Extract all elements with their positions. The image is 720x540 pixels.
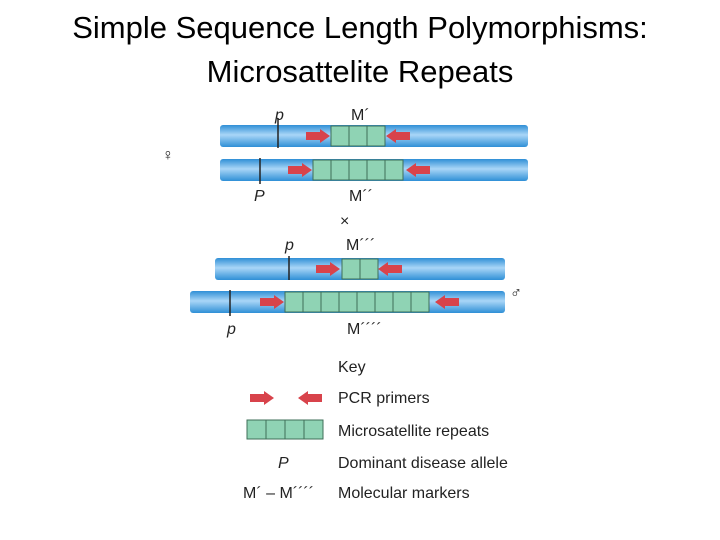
allele-label-3: p [284, 237, 294, 254]
repeat-unit [302, 291, 322, 313]
repeat-unit [384, 159, 404, 181]
repeat-unit [348, 125, 368, 147]
pcr-primer-arrow [316, 262, 340, 276]
repeat-unit [359, 258, 379, 280]
pcr-primer-arrow [260, 295, 284, 309]
male-symbol: ♂ [510, 285, 522, 302]
repeat-unit [356, 291, 376, 313]
repeat-unit [330, 159, 350, 181]
repeat-unit [330, 125, 350, 147]
key-allele-label: Dominant disease allele [338, 455, 508, 472]
chromosome-1: p M´ [220, 107, 528, 148]
repeat-unit [303, 419, 324, 440]
microsatellite-repeats [312, 159, 404, 181]
key-primer-left-arrow [298, 391, 322, 405]
pcr-primer-arrow [306, 129, 330, 143]
repeat-unit [341, 258, 361, 280]
marker-label-1: M´ [351, 107, 370, 124]
key-markers-symbol: M´ – M´´´´ [243, 485, 314, 502]
allele-label-4: p [226, 321, 236, 338]
key-allele-symbol: P [278, 455, 289, 472]
microsatellite-repeats [330, 125, 386, 147]
pcr-primer-arrow [378, 262, 402, 276]
repeat-unit [410, 291, 430, 313]
chromosome-4: p M´´´´ [190, 290, 505, 338]
marker-label-3: M´´´ [346, 237, 375, 254]
repeat-unit [265, 419, 286, 440]
key-primers-label: PCR primers [338, 390, 430, 407]
repeat-unit [348, 159, 368, 181]
repeat-unit [246, 419, 267, 440]
key-markers-label: Molecular markers [338, 485, 470, 502]
repeat-unit [338, 291, 358, 313]
pcr-primer-arrow [406, 163, 430, 177]
repeat-unit [366, 159, 386, 181]
allele-label-1: p [274, 107, 284, 124]
page-title-line1: Simple Sequence Length Polymorphisms: [72, 10, 648, 45]
chromosome-2: P M´´ [220, 158, 528, 205]
repeat-unit [284, 419, 305, 440]
pcr-primer-arrow [288, 163, 312, 177]
cross-symbol: × [340, 213, 349, 230]
repeat-unit [392, 291, 412, 313]
repeat-unit [320, 291, 340, 313]
microsatellite-repeats [284, 291, 430, 313]
repeat-unit [374, 291, 394, 313]
key-repeats-label: Microsatellite repeats [338, 423, 489, 440]
key: Key PCR primers Microsatellite repeats P… [243, 359, 508, 502]
key-primer-right-arrow [250, 391, 274, 405]
pcr-primer-arrow [435, 295, 459, 309]
key-title: Key [338, 359, 366, 376]
repeat-unit [312, 159, 332, 181]
allele-label-2: P [254, 188, 265, 205]
marker-label-2: M´´ [349, 188, 373, 205]
repeat-unit [366, 125, 386, 147]
marker-label-4: M´´´´ [347, 321, 382, 338]
microsatellite-repeats [341, 258, 379, 280]
key-repeats-swatch [246, 419, 324, 440]
female-symbol: ♀ [162, 147, 174, 164]
page-title-line2: Microsattelite Repeats [206, 54, 514, 89]
pcr-primer-arrow [386, 129, 410, 143]
repeat-unit [284, 291, 304, 313]
chromosome-3: p M´´´ [215, 237, 505, 280]
